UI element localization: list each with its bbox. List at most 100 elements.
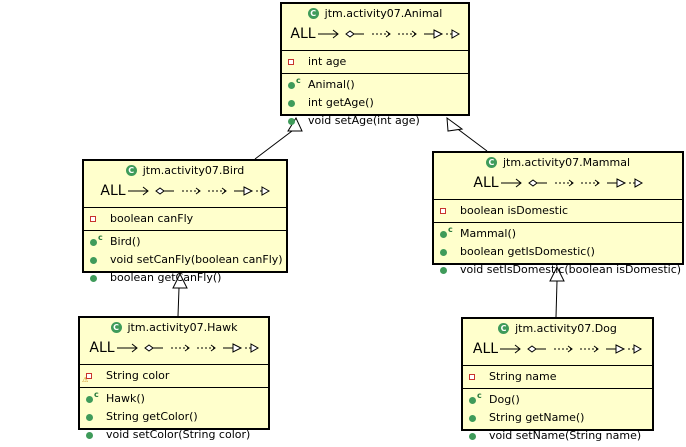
public-dot-icon: [90, 275, 97, 282]
constructor-marker-icon: c: [296, 76, 301, 85]
method-label: boolean getCanFly(): [110, 271, 222, 284]
public-dot-icon: [440, 249, 447, 256]
method-label: void setCanFly(boolean canFly): [110, 253, 283, 266]
class-name: jtm.activity07.Dog: [515, 322, 617, 335]
method-label: boolean getIsDomestic(): [460, 245, 595, 258]
public-dot-icon: [469, 415, 476, 422]
class-name: jtm.activity07.Bird: [142, 164, 245, 177]
filter-arrows-icon: [500, 178, 643, 188]
field-row[interactable]: boolean isDomestic: [434, 202, 682, 220]
public-dot-icon: [288, 118, 295, 125]
class-c-icon: C: [307, 8, 319, 19]
field-label: String name: [489, 370, 557, 383]
filter-arrows-icon: [317, 29, 460, 39]
constructor-label: Hawk(): [106, 392, 145, 405]
method-row[interactable]: void setName(String name): [463, 427, 652, 445]
class-name: jtm.activity07.Mammal: [502, 156, 631, 169]
method-row[interactable]: boolean getCanFly(): [84, 269, 286, 287]
visibility-filter[interactable]: ALL: [463, 341, 652, 359]
constructor-row[interactable]: c Hawk(): [80, 390, 268, 408]
method-row[interactable]: String getName(): [463, 409, 652, 427]
field-row[interactable]: int age: [282, 53, 468, 71]
public-dot-icon: [469, 397, 476, 404]
method-label: void setAge(int age): [308, 114, 420, 127]
method-label: String getColor(): [106, 410, 198, 423]
edge-mammal-animal: [454, 126, 488, 152]
method-row[interactable]: boolean getIsDomestic(): [434, 243, 682, 261]
method-row[interactable]: int getAge(): [282, 94, 468, 112]
edge-dog-mammal: [555, 280, 558, 318]
public-dot-icon: [440, 231, 447, 238]
public-dot-icon: [90, 239, 97, 246]
public-dot-icon: [86, 396, 93, 403]
class-c-icon: C: [110, 322, 122, 333]
private-square-icon: [440, 208, 446, 214]
fields-section: int age: [282, 51, 468, 74]
field-row[interactable]: boolean canFly: [84, 210, 286, 228]
class-c-icon: C: [125, 165, 137, 176]
private-square-icon: [469, 374, 475, 380]
public-dot-icon: [288, 82, 295, 89]
constructor-label: Dog(): [489, 393, 520, 406]
fields-section: String name: [463, 366, 652, 389]
method-row[interactable]: void setCanFly(boolean canFly): [84, 251, 286, 269]
constructor-marker-icon: c: [94, 390, 99, 399]
generalization-arrowhead: [172, 272, 188, 289]
generalization-arrowhead: [446, 116, 464, 132]
public-dot-icon: [288, 100, 295, 107]
edge-hawk-bird: [177, 287, 180, 317]
class-c-icon: C: [498, 323, 510, 334]
field-label: boolean canFly: [110, 212, 194, 225]
filter-all-label: ALL: [100, 183, 126, 199]
method-row[interactable]: void setIsDomestic(boolean isDomestic): [434, 261, 682, 279]
field-label: String color: [106, 369, 170, 382]
public-dot-icon: [90, 257, 97, 264]
private-square-icon: [86, 373, 92, 379]
constructor-label: Mammal(): [460, 227, 517, 240]
warning-decorator-icon: ⚠: [82, 376, 89, 384]
filter-arrows-icon: [116, 343, 259, 353]
visibility-filter[interactable]: ALL: [434, 175, 682, 193]
visibility-filter[interactable]: ALL: [282, 26, 468, 44]
method-row[interactable]: void setAge(int age): [282, 112, 468, 130]
public-dot-icon: [86, 432, 93, 439]
filter-all-label: ALL: [89, 340, 115, 356]
class-name: jtm.activity07.Animal: [324, 7, 443, 20]
private-square-icon: [90, 216, 96, 222]
private-square-icon: [288, 59, 294, 65]
field-row[interactable]: String name: [463, 368, 652, 386]
method-label: void setIsDomestic(boolean isDomestic): [460, 263, 682, 276]
methods-section: c Hawk() String getColor() void setColor(…: [80, 388, 268, 446]
field-row[interactable]: ⚠ String color: [80, 367, 268, 385]
filter-all-label: ALL: [473, 175, 499, 191]
visibility-filter[interactable]: ALL: [84, 183, 286, 201]
fields-section: boolean canFly: [84, 208, 286, 231]
method-row[interactable]: String getColor(): [80, 408, 268, 426]
method-label: int getAge(): [308, 96, 374, 109]
method-label: void setName(String name): [489, 429, 642, 442]
visibility-filter[interactable]: ALL: [80, 340, 268, 358]
edge-bird-animal: [254, 127, 297, 160]
field-label: int age: [308, 55, 347, 68]
method-row[interactable]: void setColor(String color): [80, 426, 268, 444]
method-label: void setColor(String color): [106, 428, 251, 441]
